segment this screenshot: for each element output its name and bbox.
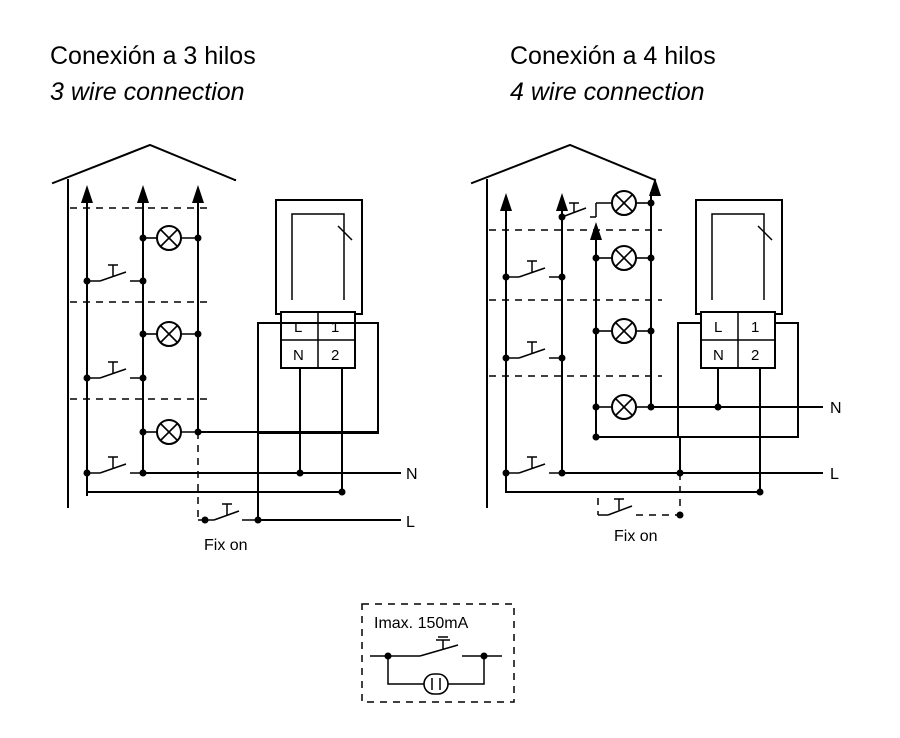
right-title-spanish: Conexión a 4 hilos: [510, 42, 716, 70]
legend-label: Imax. 150mA: [374, 615, 469, 632]
right-title-english: 4 wire connection: [510, 78, 705, 106]
push-button-icon: [83, 456, 147, 477]
riser-arrow: [137, 185, 149, 203]
terminal-L: L: [294, 319, 302, 336]
lamp-icon: [596, 245, 651, 271]
terminal-1: 1: [751, 319, 759, 336]
push-button-icon: [558, 202, 612, 221]
riser-arrow: [81, 185, 93, 203]
legend-dashed-frame: [361, 603, 515, 703]
riser-arrow: [500, 193, 512, 211]
neutral-label: N: [406, 466, 418, 483]
terminal-1: 1: [331, 319, 339, 336]
fix-on-push-button-icon: [598, 498, 684, 519]
live-label: L: [406, 514, 415, 531]
left-title-spanish: Conexión a 3 hilos: [50, 42, 256, 70]
neutral-label: N: [830, 400, 842, 417]
indicator-lamp-icon: [423, 673, 449, 695]
left-title-english: 3 wire connection: [50, 78, 245, 106]
riser-arrow: [192, 185, 204, 203]
timer-device: L 1 N 2: [257, 199, 379, 434]
timer-device: L 1 N 2: [677, 199, 799, 438]
push-button-icon: [83, 361, 147, 382]
lamp-icon: [611, 190, 651, 216]
lamp-icon: [143, 321, 198, 347]
terminal-N: N: [713, 347, 724, 364]
fix-on-label-left: Fix on: [204, 537, 248, 554]
lamp-icon: [596, 394, 651, 420]
terminal-2: 2: [751, 347, 759, 364]
lamp-icon: [143, 419, 198, 445]
device-outer-wiring: [257, 322, 379, 434]
push-button-icon: [83, 264, 147, 285]
riser-arrow: [556, 193, 568, 211]
terminal-L: L: [714, 319, 722, 336]
four-wire-diagram: N L Fix on L 1 N 2: [470, 143, 842, 545]
lamp-icon: [596, 318, 651, 344]
terminal-2: 2: [331, 347, 339, 364]
building-roof: [51, 143, 237, 185]
push-button-icon: [502, 260, 566, 281]
push-button-icon: [502, 456, 566, 477]
live-label: L: [830, 466, 839, 483]
push-button-legend: Imax. 150mA: [361, 603, 515, 703]
lamp-icon: [143, 225, 198, 251]
riser-arrow: [590, 222, 602, 240]
push-button-icon: [502, 341, 566, 362]
fix-on-label-right: Fix on: [614, 528, 658, 545]
terminal-N: N: [293, 347, 304, 364]
fix-on-push-button-icon: [198, 503, 262, 524]
riser-arrow: [649, 178, 661, 196]
three-wire-diagram: N L Fix on L 1 N 2: [51, 143, 418, 554]
building-roof: [470, 143, 657, 185]
